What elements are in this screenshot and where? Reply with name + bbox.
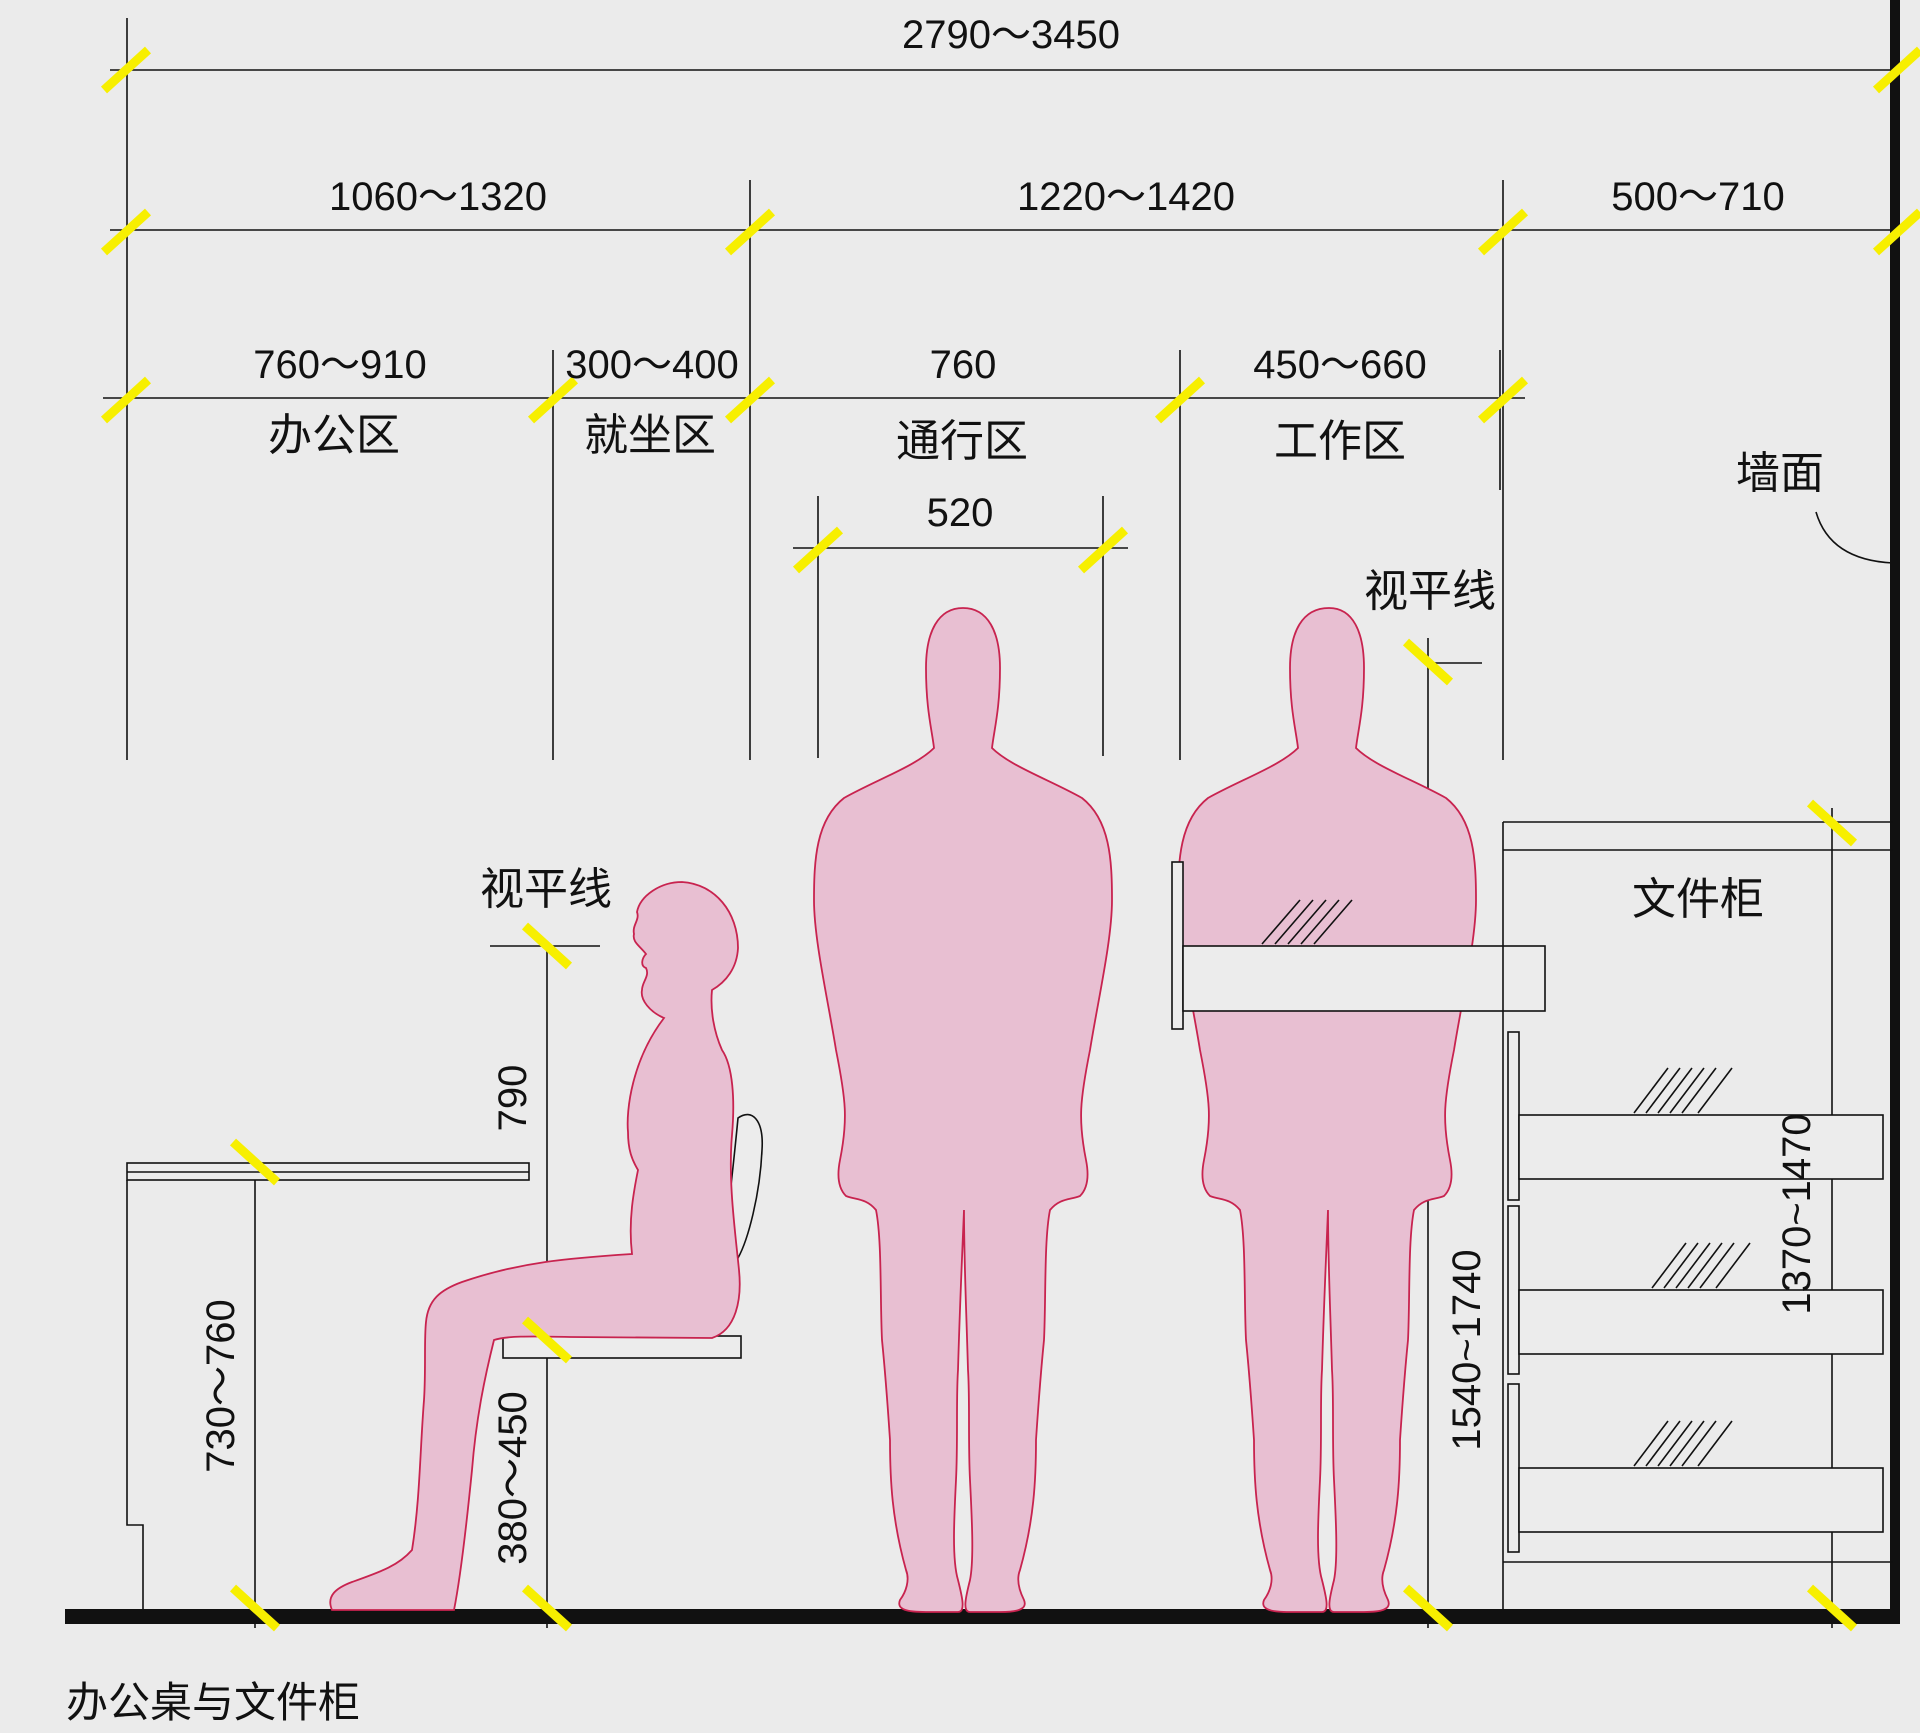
label-office-zone: 办公区 bbox=[268, 410, 400, 461]
dim-seated-eye-height: 790 bbox=[491, 1065, 535, 1132]
label-work-zone: 工作区 bbox=[1274, 416, 1406, 467]
office-desk bbox=[126, 1162, 530, 1609]
dimension-ticks bbox=[100, 46, 1920, 1632]
wall bbox=[1890, 0, 1900, 1624]
label-eye-line-standing: 视平线 bbox=[1364, 566, 1496, 617]
dim-cabinet-height: 1370~1470 bbox=[1775, 1113, 1819, 1314]
dim-desk-height: 730～760 bbox=[199, 1299, 243, 1472]
standing-person-figure bbox=[813, 607, 1113, 1613]
dim-total-width: 2790～3450 bbox=[902, 13, 1120, 57]
zone-labels: 办公区 就坐区 通行区 工作区 墙面 视平线 视平线 文件柜 bbox=[268, 410, 1824, 925]
label-wall: 墙面 bbox=[1736, 448, 1824, 499]
worker-person-figure bbox=[1177, 607, 1477, 1613]
label-eye-line-seated: 视平线 bbox=[480, 864, 612, 915]
seated-person-figure bbox=[329, 881, 741, 1611]
dim-seating-zone: 300～400 bbox=[565, 343, 738, 387]
dim-desk-and-seat: 1060～1320 bbox=[329, 175, 547, 219]
dim-cabinet-zone: 500～710 bbox=[1611, 175, 1784, 219]
label-file-cabinet: 文件柜 bbox=[1632, 874, 1764, 925]
dimension-labels: 2790～3450 1060～1320 1220～1420 500～710 76… bbox=[199, 13, 1819, 1565]
dim-circulation-and-work: 1220～1420 bbox=[1017, 175, 1235, 219]
dim-office-zone: 760～910 bbox=[253, 343, 426, 387]
label-circulation-zone: 通行区 bbox=[896, 416, 1028, 467]
work-shelf bbox=[1171, 861, 1546, 1030]
dim-circulation-zone: 760 bbox=[930, 343, 997, 387]
diagram-caption: 办公桌与文件柜 bbox=[66, 1678, 360, 1727]
file-cabinet bbox=[1502, 821, 1893, 1609]
dim-body-width: 520 bbox=[927, 491, 994, 535]
dim-work-zone: 450～660 bbox=[1253, 343, 1426, 387]
dim-standing-eye-height: 1540~1740 bbox=[1445, 1249, 1489, 1450]
dim-seat-height: 380～450 bbox=[491, 1391, 535, 1564]
label-seating-zone: 就坐区 bbox=[584, 410, 716, 461]
